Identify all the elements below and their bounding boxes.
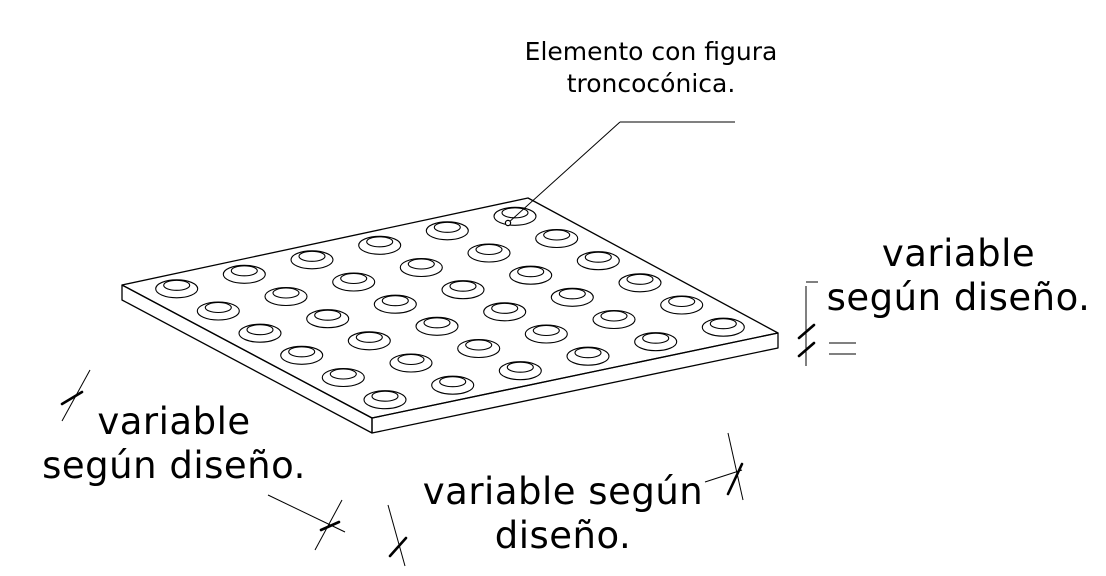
cone-top [626, 273, 654, 285]
cone-top [668, 295, 696, 308]
depth-tick-top [60, 390, 84, 406]
truncated-cone-grid [155, 206, 745, 410]
callout-line-2: troncocónica. [566, 69, 736, 98]
truncated-cone [535, 228, 579, 249]
cone-top [381, 295, 409, 307]
truncated-cone [399, 257, 443, 278]
truncated-cone [524, 324, 568, 344]
cone-top [204, 301, 232, 314]
cone-top [543, 229, 571, 241]
cone-top [600, 310, 628, 322]
cone-top [329, 368, 357, 380]
truncated-cone [550, 287, 594, 307]
truncated-cone [373, 294, 417, 314]
cone-top [584, 251, 612, 263]
truncated-cone [222, 264, 266, 284]
callout-line-1: Elemento con figura [524, 37, 778, 66]
cone-top [506, 361, 534, 373]
cone-top [532, 324, 560, 337]
cone-top [298, 250, 326, 262]
width-extension-line-left [387, 504, 406, 567]
width-tick-left [388, 536, 408, 558]
truncated-cone [701, 317, 745, 337]
cone-top [371, 390, 399, 402]
truncated-cone [280, 345, 324, 365]
cone-top [397, 353, 425, 366]
thickness-tick-bottom [797, 341, 816, 358]
truncated-cone [431, 375, 475, 395]
truncated-cone [566, 346, 610, 366]
cone-top [475, 243, 503, 256]
depth-label: variable según diseño. [24, 400, 324, 488]
cone-top [272, 287, 300, 299]
callout-label: Elemento con figura troncocónica. [486, 36, 816, 100]
thickness-label: variable según diseño. [816, 232, 1101, 320]
thickness-label-line-1: variable [881, 232, 1036, 275]
truncated-cone [321, 367, 365, 388]
cone-top [465, 339, 493, 351]
width-extension-line-right [727, 432, 744, 501]
truncated-cone [425, 221, 469, 241]
cone-top [340, 272, 368, 285]
truncated-cone [441, 280, 485, 300]
cone-top [407, 258, 435, 270]
truncated-cone [196, 301, 240, 321]
truncated-cone [415, 316, 459, 336]
cone-top [423, 317, 451, 329]
truncated-cone [238, 323, 282, 343]
truncated-cone [483, 302, 527, 322]
cone-top [163, 279, 191, 291]
truncated-cone [363, 390, 407, 410]
thickness-tick-top [797, 323, 816, 340]
truncated-cone [332, 272, 376, 292]
truncated-cone [155, 279, 199, 299]
truncated-cone [509, 265, 553, 285]
truncated-cone [592, 309, 636, 330]
cone-top [574, 347, 602, 359]
callout-leader-dot [504, 219, 512, 227]
cone-top [449, 280, 477, 292]
cone-top [709, 318, 737, 330]
callout-leader-line [507, 121, 621, 224]
truncated-cone [576, 251, 620, 271]
width-label: variable según diseño. [398, 470, 728, 558]
truncated-cone [358, 235, 402, 255]
cone-top [288, 346, 316, 358]
cone-top [558, 288, 586, 300]
depth-tick-bottom [319, 520, 341, 532]
truncated-cone [498, 361, 542, 381]
cone-top [491, 302, 519, 314]
cone-top [366, 236, 394, 248]
truncated-cone [660, 295, 704, 315]
cone-top [230, 265, 258, 277]
thickness-label-line-2: según diseño. [826, 276, 1091, 319]
truncated-cone [264, 286, 308, 307]
cone-top [246, 324, 274, 336]
slab-side-face [371, 332, 779, 434]
truncated-cone [389, 353, 433, 373]
truncated-cone [457, 338, 501, 359]
cone-top [642, 332, 670, 344]
truncated-cone [306, 309, 350, 329]
depth-dimension-line [267, 494, 346, 533]
cone-top [314, 309, 342, 321]
cone-top [439, 376, 467, 388]
cone-top [433, 221, 461, 233]
width-label-line-2: diseño. [494, 514, 632, 557]
truncated-cone [618, 273, 662, 293]
depth-extension-line-bottom [314, 499, 343, 551]
truncated-cone [467, 243, 511, 263]
width-label-line-1: variable según [422, 470, 704, 513]
width-tick-right [726, 462, 744, 496]
depth-label-line-1: variable [97, 400, 251, 443]
truncated-cone [634, 332, 678, 352]
cone-top [355, 331, 383, 343]
depth-label-line-2: según diseño. [42, 444, 306, 487]
width-dimension-line [704, 469, 743, 483]
truncated-cone [290, 250, 334, 270]
truncated-cone [347, 331, 391, 351]
cone-top [517, 266, 545, 278]
